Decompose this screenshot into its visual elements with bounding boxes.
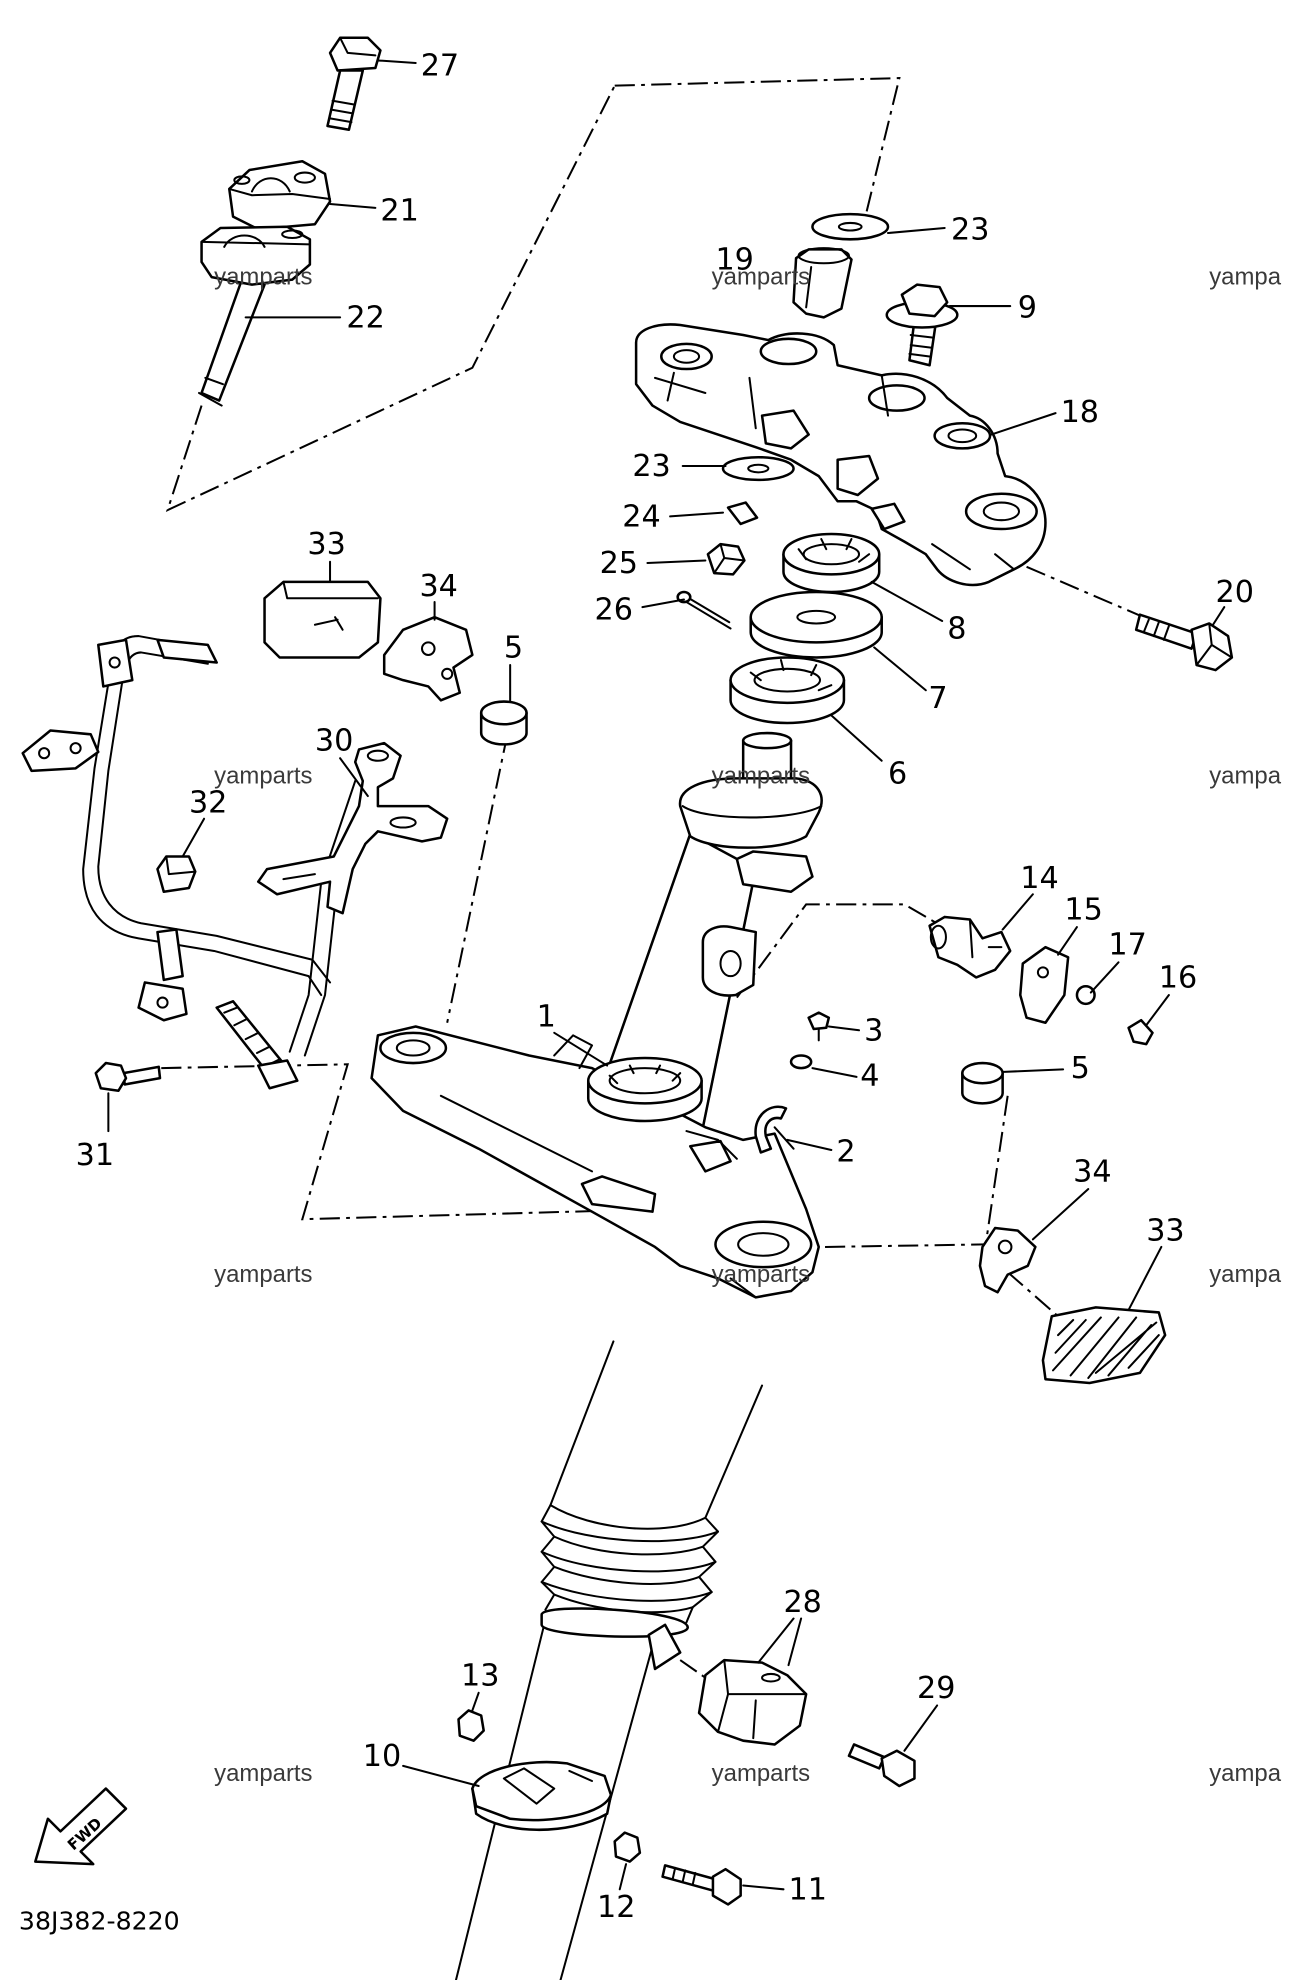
callout-16: 16 — [1159, 960, 1197, 995]
callout-labels: 27 21 22 23 19 9 18 23 24 25 26 8 20 7 6… — [76, 49, 1254, 1925]
callout-7: 7 — [928, 681, 947, 716]
callout-31: 31 — [76, 1138, 114, 1173]
part-13-nut — [457, 1709, 485, 1742]
phantom-lines — [161, 77, 1145, 1679]
part-27-bolt — [326, 36, 382, 131]
callout-9: 9 — [1018, 290, 1037, 325]
callout-34-top: 34 — [419, 569, 457, 604]
callout-8: 8 — [947, 612, 966, 647]
watermark: yamparts — [712, 1760, 810, 1787]
callout-28: 28 — [783, 1585, 821, 1620]
callout-25: 25 — [600, 546, 638, 581]
callout-5-top: 5 — [504, 630, 523, 665]
part-34-damper-top — [382, 615, 474, 702]
part-31-bolt — [94, 1061, 162, 1093]
callout-27: 27 — [421, 49, 459, 84]
part-9-bolt — [885, 283, 959, 367]
part-11-bolt — [661, 1864, 742, 1906]
part-23-washer-top — [811, 212, 890, 241]
callout-20: 20 — [1215, 575, 1253, 610]
callout-34-right: 34 — [1073, 1154, 1111, 1189]
part-12-nut — [613, 1831, 642, 1863]
watermark: yampa — [1209, 264, 1281, 291]
part-20-bolt — [1134, 613, 1234, 672]
callout-17: 17 — [1108, 928, 1146, 963]
callout-4: 4 — [860, 1059, 879, 1094]
watermark: yamparts — [712, 1261, 810, 1288]
callout-3: 3 — [864, 1013, 883, 1048]
watermark: yamparts — [712, 762, 810, 789]
callout-11: 11 — [789, 1872, 827, 1907]
watermark: yamparts — [712, 264, 810, 291]
part-22-lower-handlebar-holder — [198, 225, 312, 407]
callout-13: 13 — [461, 1658, 499, 1693]
callout-12: 12 — [597, 1890, 635, 1925]
part-29-bolt — [847, 1743, 916, 1788]
forward-arrow-icon: FWD — [34, 1787, 128, 1866]
part-2-clamp — [754, 1105, 795, 1154]
part-5-rubber-top — [479, 700, 528, 746]
watermark: yamparts — [214, 1760, 312, 1787]
part-8-ring-nut — [782, 532, 881, 594]
callout-2: 2 — [836, 1134, 855, 1169]
part-19-collar — [792, 247, 853, 319]
callout-5-right: 5 — [1071, 1051, 1090, 1086]
watermark: yampa — [1209, 1760, 1281, 1787]
part-6-ring-nut — [729, 656, 846, 725]
callout-33-top: 33 — [307, 527, 345, 562]
callout-26: 26 — [595, 593, 633, 628]
watermark: yamparts — [214, 762, 312, 789]
part-5-rubber-right — [961, 1061, 1004, 1105]
callout-29: 29 — [917, 1671, 955, 1706]
callout-23-top: 23 — [951, 212, 989, 247]
callout-21: 21 — [380, 193, 418, 228]
part-14-cable-guide — [928, 915, 1012, 979]
part-30-bracket — [256, 741, 449, 915]
part-7-washer — [749, 590, 883, 659]
callout-1: 1 — [537, 1000, 556, 1035]
part-33-pad-right — [1041, 1306, 1167, 1385]
part-24-lock-washer — [726, 501, 759, 526]
callout-32: 32 — [189, 785, 227, 820]
part-16-bolt — [1127, 1018, 1154, 1046]
callout-19: 19 — [715, 243, 753, 278]
part-25-nut — [706, 542, 746, 576]
watermark: yamparts — [214, 264, 312, 291]
callout-23-mid: 23 — [632, 449, 670, 484]
part-21-upper-handlebar-holder — [228, 159, 332, 231]
part-33-pad-top — [263, 580, 382, 659]
callout-15: 15 — [1064, 892, 1102, 927]
headlight-stay — [21, 635, 372, 1090]
part-1-bearing — [586, 1056, 703, 1123]
part-23-washer-mid — [721, 455, 795, 482]
drawing-code: 38J382-8220 — [19, 1907, 180, 1936]
callout-6: 6 — [888, 756, 907, 791]
watermarks: yamparts yamparts yampa yamparts yampart… — [214, 264, 1282, 1787]
part-17-nut — [1075, 984, 1096, 1006]
watermark: yamparts — [214, 1261, 312, 1288]
part-34-damper-right — [978, 1226, 1037, 1294]
part-18-upper-bracket — [634, 323, 1047, 587]
part-28-cable-guide — [697, 1658, 808, 1746]
callout-33-right: 33 — [1146, 1214, 1184, 1249]
callout-30: 30 — [315, 724, 353, 759]
leader-lines — [107, 59, 1226, 1891]
part-32-clip — [156, 855, 197, 894]
part-15-plate — [1019, 945, 1070, 1025]
watermark: yampa — [1209, 762, 1281, 789]
callout-10: 10 — [363, 1739, 401, 1774]
part-3-screw — [807, 1011, 831, 1042]
callout-24: 24 — [622, 499, 660, 534]
part-10-fork-clamp — [471, 1760, 613, 1832]
watermark: yampa — [1209, 1261, 1281, 1288]
part-26-cotter-pin — [676, 590, 732, 630]
callout-22: 22 — [346, 300, 384, 335]
callout-18: 18 — [1061, 395, 1099, 430]
part-4-collar — [789, 1054, 813, 1070]
callout-14: 14 — [1020, 861, 1058, 896]
